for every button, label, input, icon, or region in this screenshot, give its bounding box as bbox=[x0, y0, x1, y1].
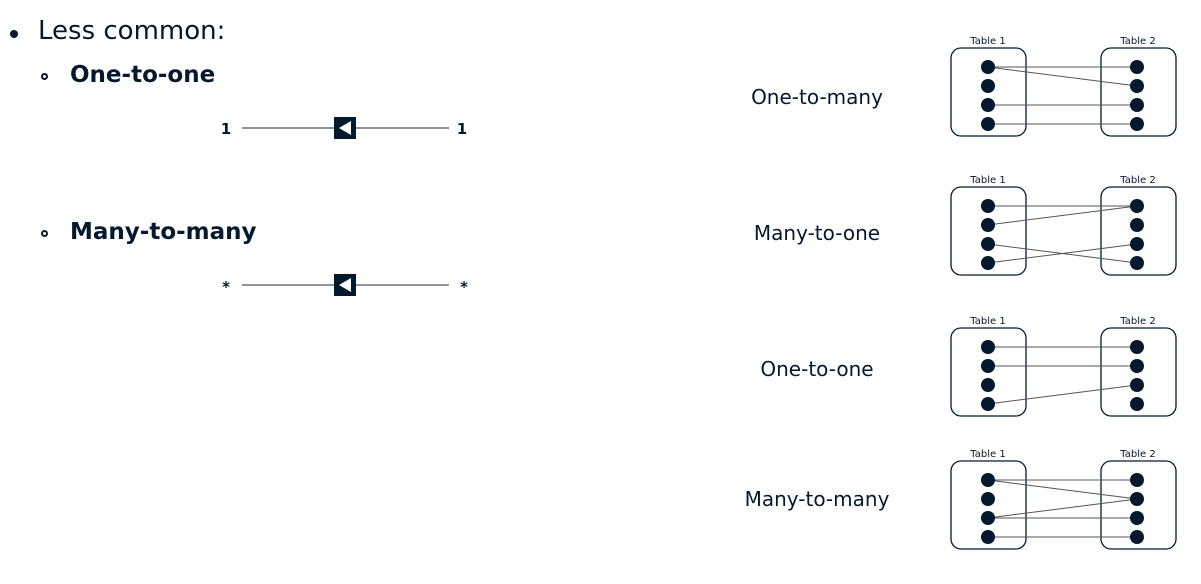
table1-label: Table 1 bbox=[969, 175, 1005, 186]
relationship-card: Table 1 Table 2 bbox=[950, 36, 1177, 137]
table2-row-dot bbox=[1130, 511, 1144, 525]
table2-label: Table 2 bbox=[1119, 175, 1155, 186]
table2-box bbox=[1100, 460, 1177, 550]
table1-label: Table 1 bbox=[969, 449, 1005, 460]
bullet-dot bbox=[10, 30, 18, 38]
table2-row-dot bbox=[1130, 359, 1144, 373]
table1-row-dot bbox=[981, 378, 995, 392]
card-label-one-to-many: One-to-many bbox=[751, 85, 883, 109]
table1-row-dot bbox=[981, 237, 995, 251]
table2-row-dot bbox=[1130, 98, 1144, 112]
table1-label: Table 1 bbox=[969, 316, 1005, 327]
table2-row-dot bbox=[1130, 117, 1144, 131]
relationship-link bbox=[987, 205, 1138, 226]
card-label-one-to-one: One-to-one bbox=[760, 357, 874, 381]
relationship-link bbox=[987, 66, 1138, 87]
table1-box bbox=[950, 327, 1027, 417]
connector-many-to-many: * * bbox=[222, 274, 468, 296]
table1-row-dot bbox=[981, 530, 995, 544]
connector-one-to-one: 1 1 bbox=[221, 117, 467, 139]
arrow-left-icon bbox=[339, 121, 351, 135]
table1-row-dot bbox=[981, 473, 995, 487]
table2-row-dot bbox=[1130, 237, 1144, 251]
table2-row-dot bbox=[1130, 397, 1144, 411]
relationship-card: Table 1 Table 2 bbox=[950, 175, 1177, 276]
sub-heading-one-to-one: One-to-one bbox=[70, 62, 216, 88]
relationship-link bbox=[987, 384, 1138, 405]
cardinality-right: 1 bbox=[457, 120, 467, 138]
sub-bullet-circle bbox=[41, 230, 48, 237]
relationship-link bbox=[987, 498, 1138, 519]
sub-bullet-circle bbox=[41, 73, 48, 80]
table2-label: Table 2 bbox=[1119, 449, 1155, 460]
relationship-link bbox=[987, 479, 1138, 500]
table1-box bbox=[950, 460, 1027, 550]
table1-row-dot bbox=[981, 397, 995, 411]
table1-row-dot bbox=[981, 60, 995, 74]
table2-row-dot bbox=[1130, 79, 1144, 93]
table1-row-dot bbox=[981, 492, 995, 506]
table1-row-dot bbox=[981, 218, 995, 232]
table1-row-dot bbox=[981, 511, 995, 525]
table2-row-dot bbox=[1130, 218, 1144, 232]
table2-row-dot bbox=[1130, 473, 1144, 487]
table1-row-dot bbox=[981, 340, 995, 354]
cardinality-right: * bbox=[460, 278, 468, 296]
table1-row-dot bbox=[981, 98, 995, 112]
table2-row-dot bbox=[1130, 530, 1144, 544]
table2-label: Table 2 bbox=[1119, 36, 1155, 47]
table1-row-dot bbox=[981, 359, 995, 373]
table2-row-dot bbox=[1130, 340, 1144, 354]
relationship-link bbox=[987, 243, 1138, 264]
table2-label: Table 2 bbox=[1119, 316, 1155, 327]
table2-row-dot bbox=[1130, 60, 1144, 74]
table1-label: Table 1 bbox=[969, 36, 1005, 47]
cardinality-left: 1 bbox=[221, 120, 231, 138]
table2-row-dot bbox=[1130, 256, 1144, 270]
table1-box bbox=[950, 186, 1027, 276]
card-label-many-to-many: Many-to-many bbox=[744, 487, 890, 511]
sub-heading-many-to-many: Many-to-many bbox=[70, 219, 257, 245]
arrow-left-icon bbox=[339, 278, 351, 292]
table1-box bbox=[950, 47, 1027, 137]
table1-row-dot bbox=[981, 256, 995, 270]
table2-box bbox=[1100, 327, 1177, 417]
relationship-card: Table 1 Table 2 bbox=[950, 316, 1177, 417]
table1-row-dot bbox=[981, 117, 995, 131]
table2-row-dot bbox=[1130, 492, 1144, 506]
table2-box bbox=[1100, 47, 1177, 137]
table1-row-dot bbox=[981, 199, 995, 213]
table1-row-dot bbox=[981, 79, 995, 93]
table2-row-dot bbox=[1130, 378, 1144, 392]
table2-row-dot bbox=[1130, 199, 1144, 213]
section-heading: Less common: bbox=[38, 16, 226, 46]
card-label-many-to-one: Many-to-one bbox=[753, 221, 881, 245]
relationship-card: Table 1 Table 2 bbox=[950, 449, 1177, 550]
table2-box bbox=[1100, 186, 1177, 276]
cardinality-left: * bbox=[222, 278, 230, 296]
